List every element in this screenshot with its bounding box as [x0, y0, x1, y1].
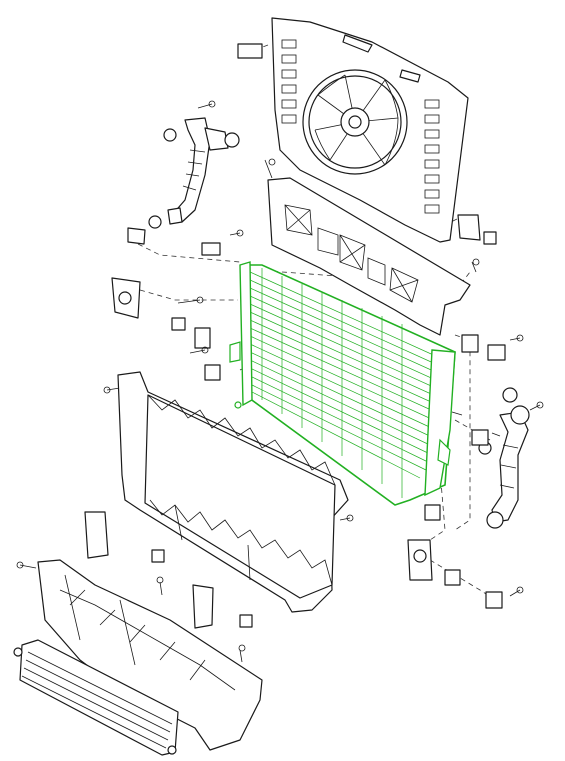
- panel-icon: [284, 204, 419, 303]
- radiator: [229, 261, 456, 506]
- radiator-icon: [229, 261, 456, 498]
- hose-icon: [499, 444, 519, 489]
- fan-icon: [314, 74, 399, 166]
- upper-coolant-hose: [148, 117, 240, 229]
- hose-icon: [182, 149, 206, 191]
- air-guide-panel: [267, 177, 471, 336]
- auxiliary-cooler: [13, 639, 179, 756]
- fasteners: [16, 100, 544, 663]
- lower-air-duct: [37, 559, 263, 751]
- cooler-icon: [21, 651, 173, 749]
- duct-icon: [59, 574, 236, 691]
- radiator-carrier-frame: [84, 371, 349, 629]
- frame-icon: [147, 394, 336, 586]
- fan-shroud: [237, 17, 469, 243]
- lower-coolant-hose: [478, 387, 530, 529]
